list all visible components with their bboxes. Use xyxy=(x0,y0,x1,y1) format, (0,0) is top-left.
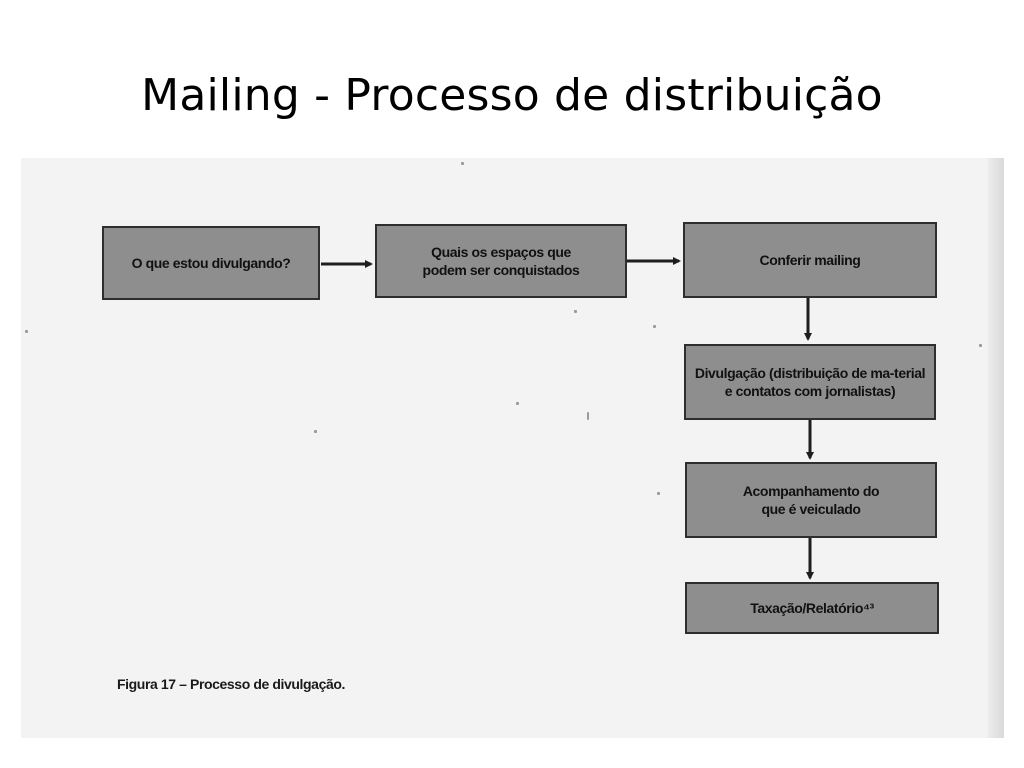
box-spaces-to-conquer: Quais os espaços que podem ser conquista… xyxy=(375,224,627,298)
box-label: Divulgação (distribuição de ma-terial e … xyxy=(694,365,926,399)
scanned-figure: O que estou divulgando? Quais os espaços… xyxy=(21,158,1004,738)
box-taxacao-relatorio: Taxação/Relatório⁴³ xyxy=(685,582,939,634)
scan-speck xyxy=(657,492,660,495)
box-label: Conferir mailing xyxy=(759,252,861,268)
scan-speck xyxy=(979,344,982,347)
box-acompanhamento: Acompanhamento do que é veiculado xyxy=(685,462,937,538)
scan-edge xyxy=(988,158,1004,738)
slide-title: Mailing - Processo de distribuição xyxy=(141,70,883,121)
figure-caption: Figura 17 – Processo de divulgação. xyxy=(117,676,345,692)
scan-speck xyxy=(461,162,464,165)
box-label: Quais os espaços que podem ser conquista… xyxy=(422,244,580,278)
scan-speck xyxy=(574,310,577,313)
box-label: Taxação/Relatório⁴³ xyxy=(750,600,874,616)
box-label: Acompanhamento do que é veiculado xyxy=(742,483,880,517)
scan-speck xyxy=(653,325,656,328)
scan-speck xyxy=(314,430,317,433)
scan-speck xyxy=(25,330,28,333)
scan-speck xyxy=(516,402,519,405)
scan-speck xyxy=(587,412,589,420)
box-divulgacao: Divulgação (distribuição de ma-terial e … xyxy=(684,344,936,420)
box-check-mailing: Conferir mailing xyxy=(683,222,937,298)
box-label: O que estou divulgando? xyxy=(131,255,291,271)
box-what-am-i-promoting: O que estou divulgando? xyxy=(102,226,320,300)
